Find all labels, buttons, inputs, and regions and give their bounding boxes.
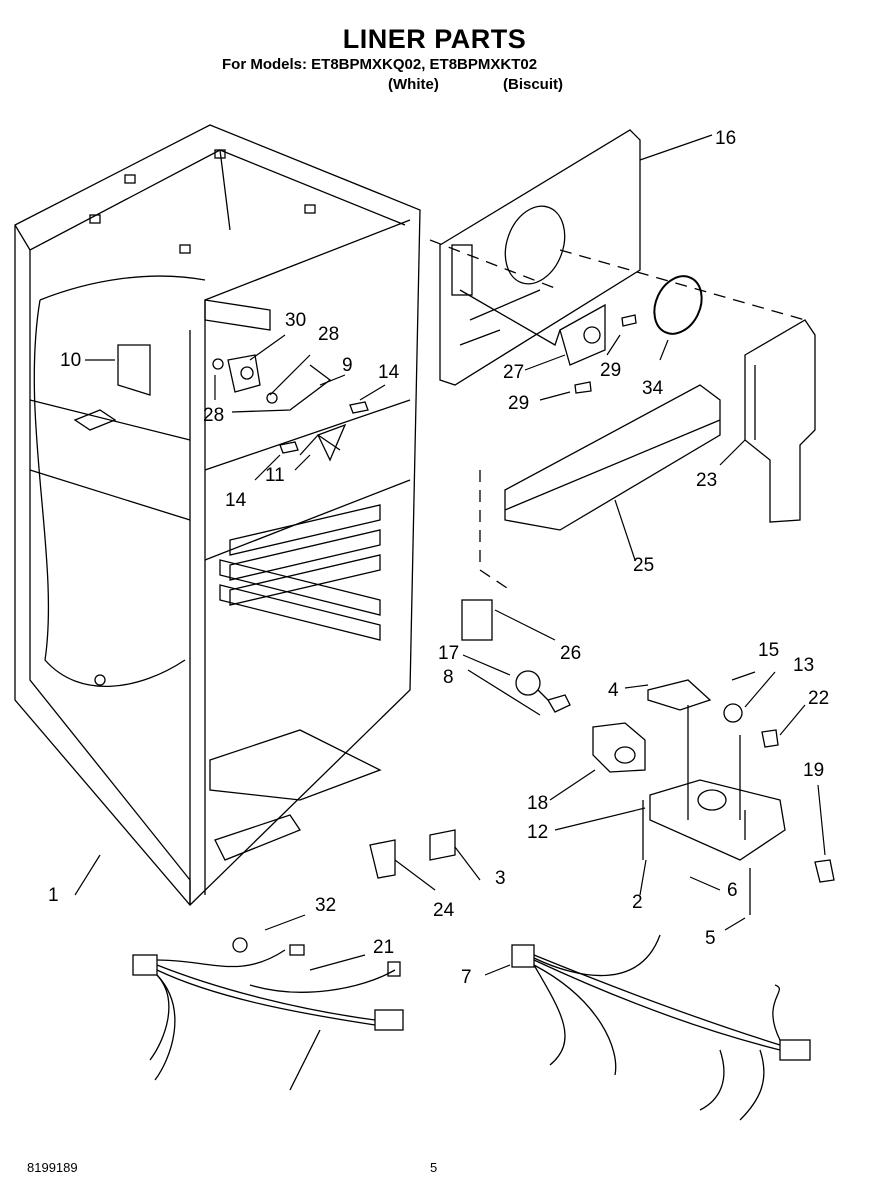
callout-19: 19	[803, 760, 825, 781]
fan-assembly	[117, 299, 369, 462]
liner-cabinet	[14, 124, 421, 906]
callout-14: 14	[225, 490, 247, 511]
wire-harness-7	[511, 934, 811, 1121]
callout-5: 5	[705, 928, 716, 949]
callout-18: 18	[527, 793, 549, 814]
leader-arrows	[74, 134, 826, 976]
callout-23: 23	[696, 470, 718, 491]
assembly-lines	[429, 239, 806, 591]
callout-24: 24	[433, 900, 455, 921]
page-number: 5	[430, 1160, 438, 1175]
fan-ring	[653, 275, 703, 335]
callout-13: 13	[793, 655, 815, 676]
document-number: 8199189	[27, 1160, 78, 1175]
variant-biscuit: (Biscuit)	[503, 76, 563, 93]
callout-27: 27	[503, 362, 525, 383]
callout-26: 26	[560, 643, 582, 664]
callout-17: 17	[438, 643, 460, 664]
light-components	[461, 599, 646, 773]
callout-7: 7	[461, 967, 472, 988]
rear-panel	[439, 129, 641, 386]
callout-28: 28	[318, 324, 340, 345]
duct-cover	[504, 384, 721, 531]
callout-15: 15	[758, 640, 780, 661]
callout-22: 22	[808, 688, 830, 709]
callout-16: 16	[715, 128, 737, 149]
callout-9: 9	[342, 355, 353, 376]
callout-30: 30	[285, 310, 307, 331]
callout-21: 21	[373, 937, 395, 958]
callout-8: 8	[443, 667, 454, 688]
callout-28: 28	[203, 405, 225, 426]
callout-11: 11	[265, 465, 285, 486]
callout-12: 12	[527, 822, 549, 843]
callout-14: 14	[378, 362, 400, 383]
callout-1: 1	[48, 885, 59, 906]
callout-4: 4	[608, 680, 619, 701]
callout-10: 10	[60, 350, 82, 371]
callout-2: 2	[632, 892, 643, 913]
wire-harness-21	[132, 937, 404, 1091]
callout-34: 34	[642, 378, 664, 399]
callout-29: 29	[508, 393, 530, 414]
callout-25: 25	[633, 555, 655, 576]
page-title: LINER PARTS	[342, 24, 527, 54]
air-grille	[744, 319, 816, 523]
models-line: For Models: ET8BPMXKQ02, ET8BPMXKT02	[222, 56, 538, 73]
variant-white: (White)	[388, 76, 439, 93]
callout-6: 6	[727, 880, 738, 901]
callout-3: 3	[495, 868, 506, 889]
callout-29: 29	[600, 360, 622, 381]
control-housing	[369, 679, 835, 915]
screws	[574, 314, 637, 394]
callout-32: 32	[315, 895, 337, 916]
